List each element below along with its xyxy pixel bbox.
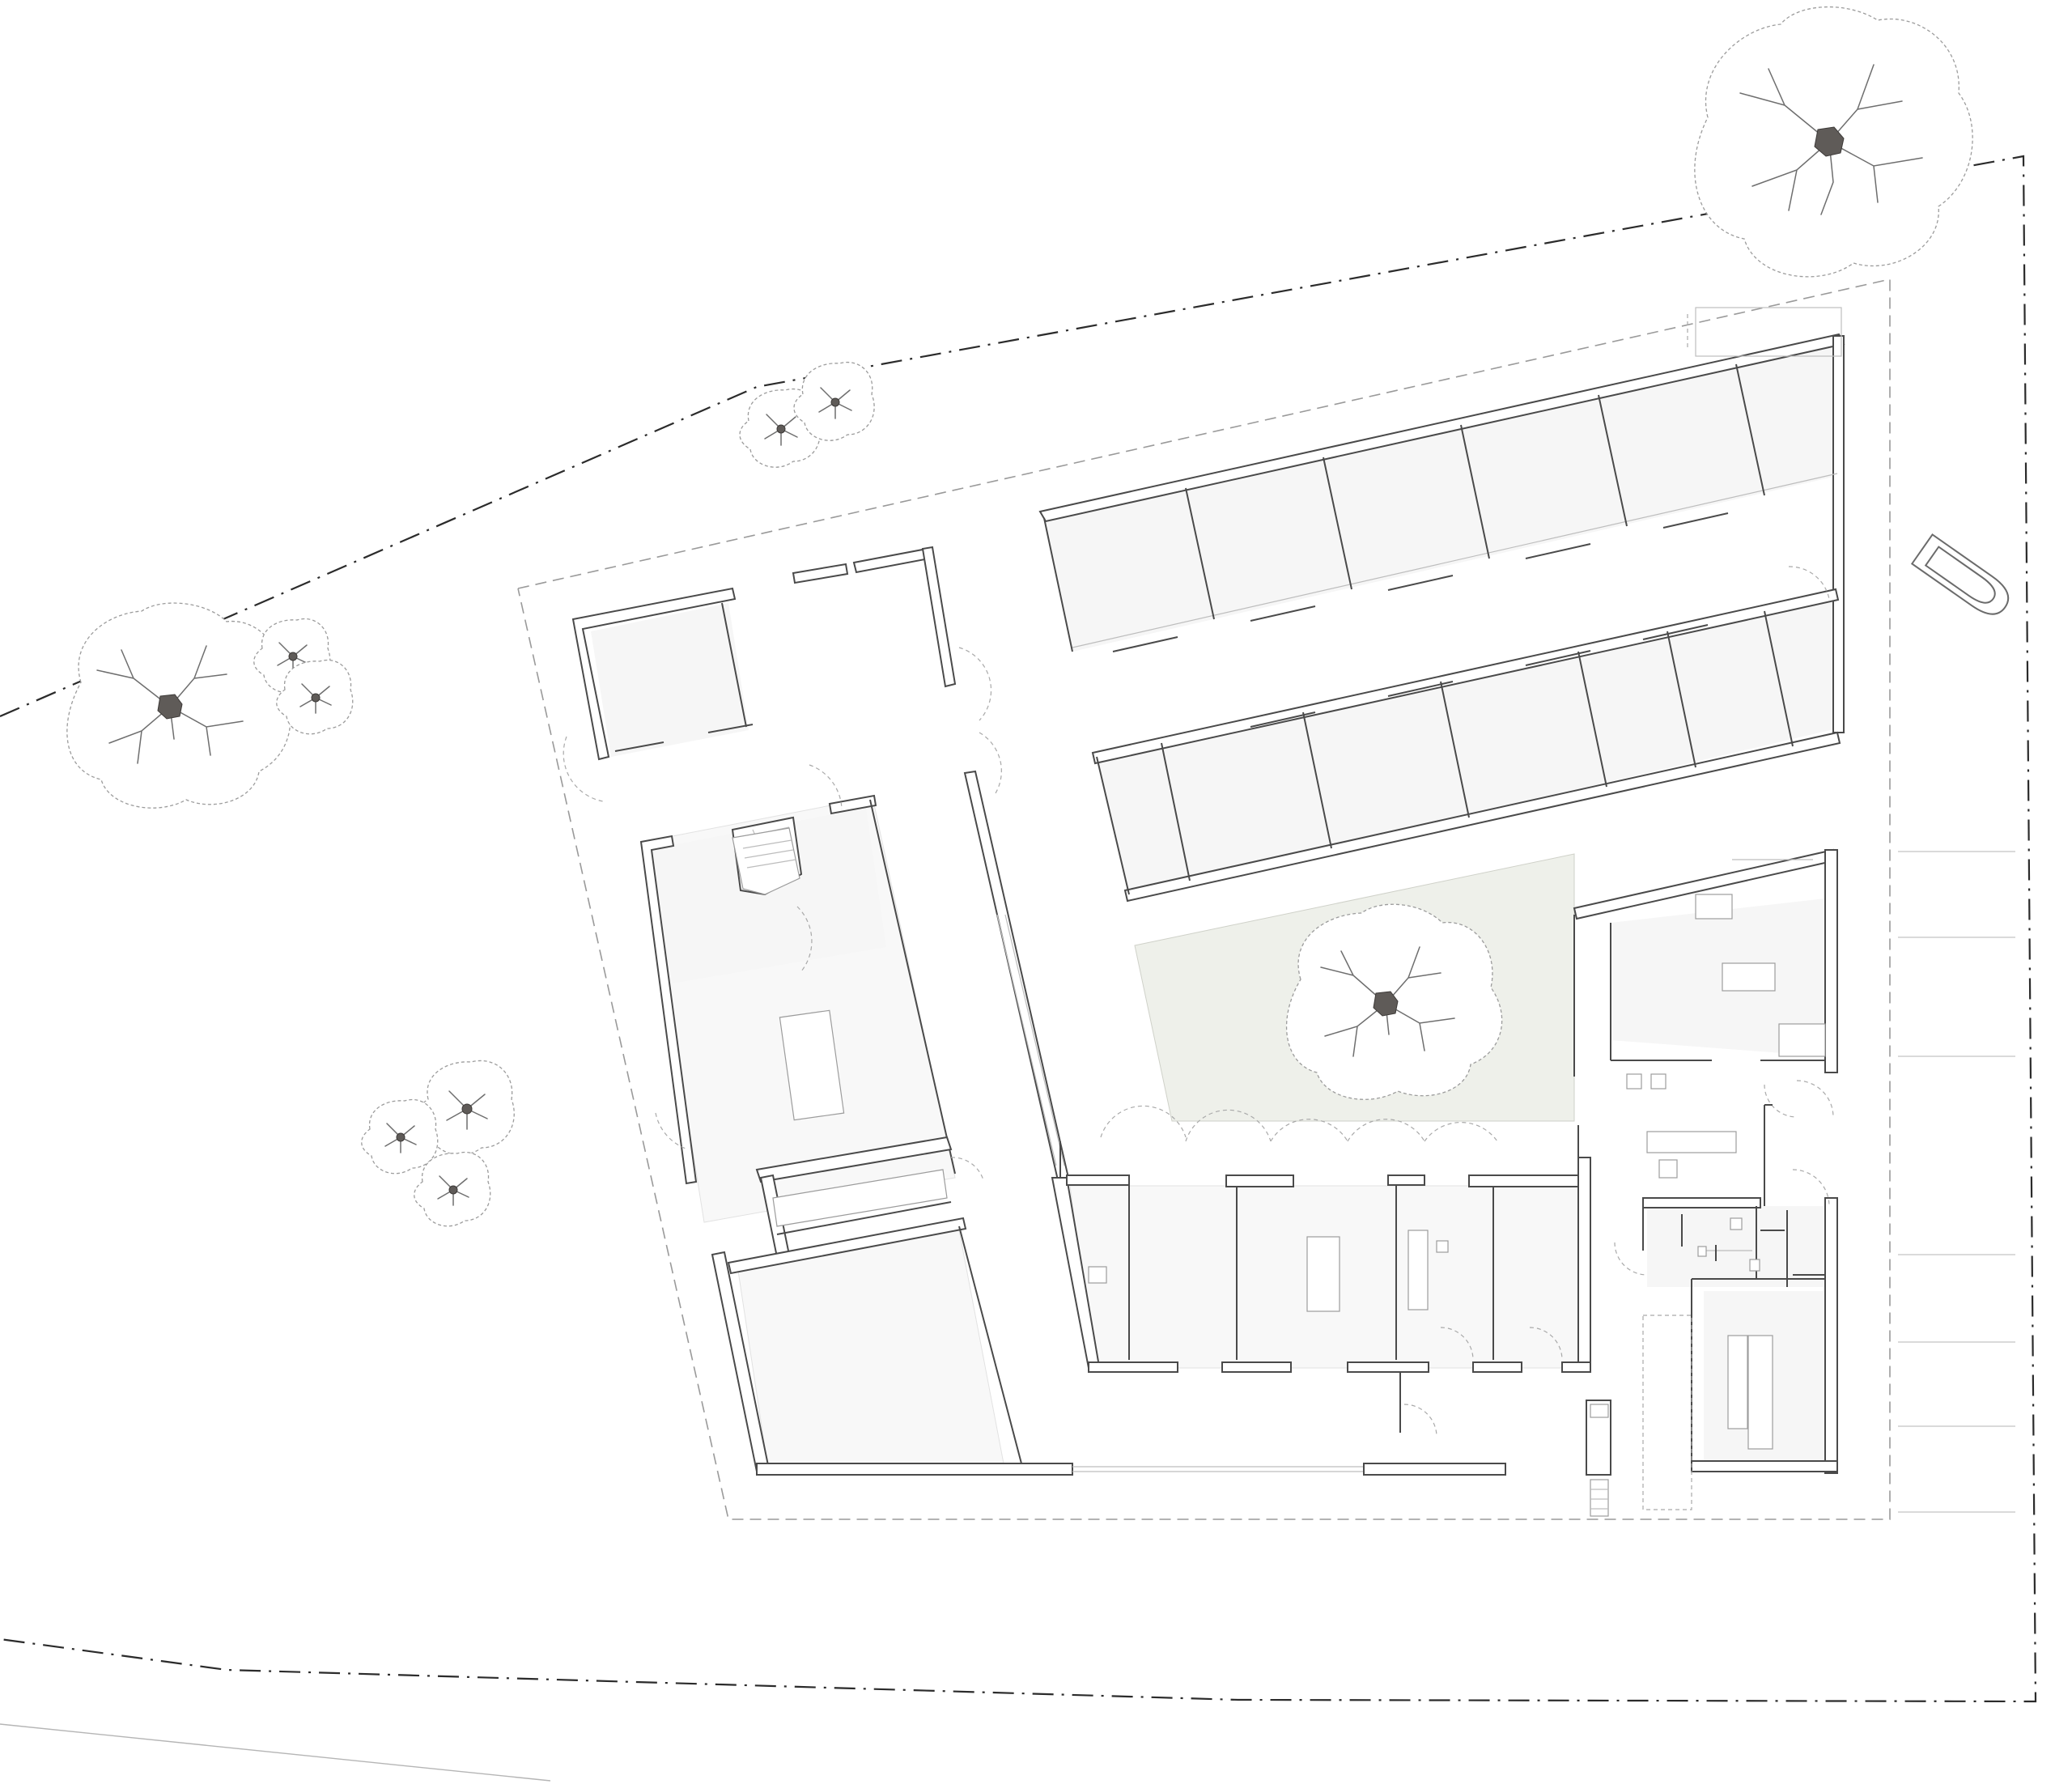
roof-outline (517, 278, 1891, 1520)
cell-dividers-row-1 (1043, 363, 1765, 652)
cabinet (1088, 1266, 1107, 1284)
southeast-block (1614, 1169, 1838, 1474)
stair-icon (732, 827, 800, 895)
southwest-room (711, 1217, 1364, 1476)
counter (1778, 1023, 1826, 1057)
vehicle-icon (1910, 533, 2010, 615)
desk (1722, 962, 1776, 992)
parking-stalls (1898, 851, 2015, 1513)
tree-icon (66, 602, 291, 809)
stool (1650, 1073, 1667, 1090)
tree-icon (1285, 903, 1503, 1100)
table (1306, 1236, 1340, 1312)
site-boundary (0, 155, 2037, 1703)
stool (1436, 1240, 1449, 1253)
toilet (1730, 1217, 1743, 1230)
central-south-block (1051, 1105, 1591, 1476)
shelving (1747, 1335, 1773, 1450)
tree-icon (1694, 6, 1973, 278)
reception-desk (1646, 1131, 1737, 1153)
sink (1697, 1246, 1707, 1257)
road-edge (0, 1723, 551, 1782)
tree-icon (361, 1098, 439, 1174)
stair-icon (1586, 1315, 1692, 1517)
cell-dividers-row-2 (1096, 610, 1794, 895)
stool (1658, 1159, 1678, 1179)
bench (1408, 1230, 1429, 1310)
stool (1626, 1073, 1642, 1090)
tree-icon (793, 361, 875, 441)
east-block (1573, 848, 1838, 1213)
sink (1749, 1259, 1760, 1272)
west-top-block (563, 587, 754, 802)
shelf (1695, 894, 1733, 920)
tree-icon (276, 659, 354, 735)
west-wing (639, 764, 984, 1259)
tree-icon (414, 1151, 491, 1227)
kitchen-island (779, 1009, 845, 1121)
shelving (1727, 1335, 1748, 1429)
north-wing (1038, 307, 1845, 903)
